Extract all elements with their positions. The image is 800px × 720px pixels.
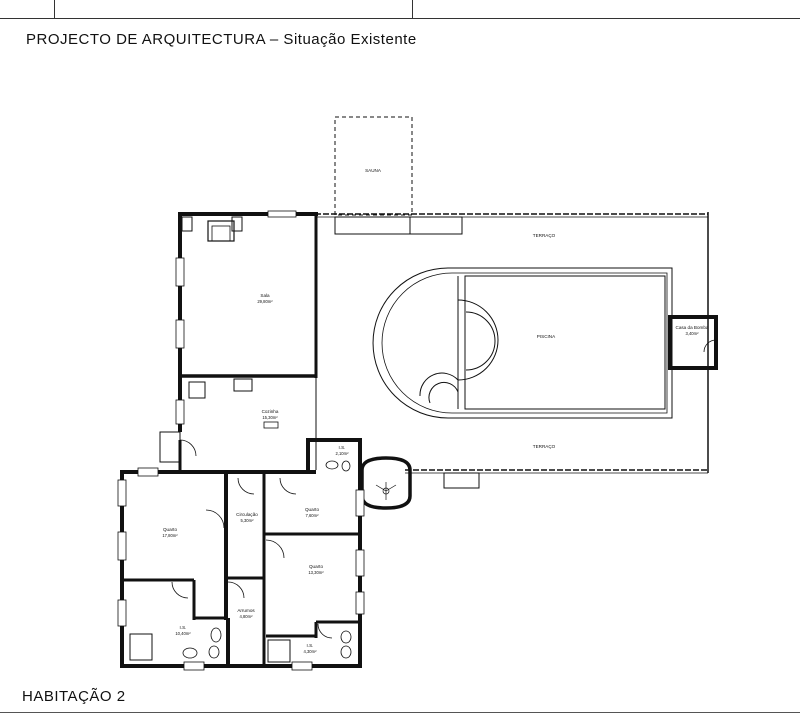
bedroom-1-area: 17,80m²: [162, 533, 178, 538]
top-border-tick: [412, 0, 413, 18]
top-border-line: [0, 18, 800, 19]
bedroom-2-area: 7,60m²: [305, 513, 319, 518]
living-room-label: Sala: [260, 293, 270, 298]
bedroom-1-label: Quarto: [163, 527, 177, 532]
wc-1-label: I.S.: [180, 625, 187, 630]
circulation-area: 5,30m²: [240, 518, 254, 523]
pool-label: PISCINA: [537, 334, 556, 339]
terrace-top-label: TERRAÇO: [533, 233, 556, 238]
page-title: PROJECTO DE ARQUITECTURA – Situação Exis…: [26, 31, 417, 48]
sauna: SAUNA: [334, 116, 413, 216]
terrace: TERRAÇO TERRAÇO: [315, 212, 709, 489]
footer-label: HABITAÇÃO 2: [22, 688, 126, 705]
bedroom-3-label: Quarto: [309, 564, 323, 569]
wc-2-label: I.S.: [307, 643, 314, 648]
kitchen-label: Cozinha: [262, 409, 279, 414]
sauna-label: SAUNA: [365, 168, 382, 173]
round-entry: [360, 456, 412, 510]
wc-2-area: 4,30m²: [303, 649, 317, 654]
wc-1-area: 10,40m²: [175, 631, 191, 636]
bottom-border-line: [0, 712, 800, 713]
room-labels: Sala 29,80m² Cozinha 15,30m² I.S. 2,10m²…: [162, 293, 349, 654]
terrace-bottom-label: TERRAÇO: [533, 444, 556, 449]
storage-label: Arrumos: [237, 608, 255, 613]
bedroom-3-area: 13,30m²: [308, 570, 324, 575]
pump-house-label: Casa da Bomba: [676, 325, 709, 330]
pump-house: Casa da Bomba 3,40m²: [668, 315, 718, 370]
house-walls: [117, 210, 365, 671]
living-room-area: 29,80m²: [257, 299, 273, 304]
bedroom-2-label: Quarto: [305, 507, 319, 512]
pump-house-area: 3,40m²: [685, 331, 699, 336]
wc-small-area: 2,10m²: [335, 451, 349, 456]
wc-small-label: I.S.: [339, 445, 346, 450]
kitchen-area: 15,30m²: [262, 415, 278, 420]
swimming-pool: PISCINA: [372, 267, 673, 419]
storage-area: 4,80m²: [239, 614, 253, 619]
top-border-tick: [54, 0, 55, 18]
circulation-label: Circulação: [236, 512, 258, 517]
